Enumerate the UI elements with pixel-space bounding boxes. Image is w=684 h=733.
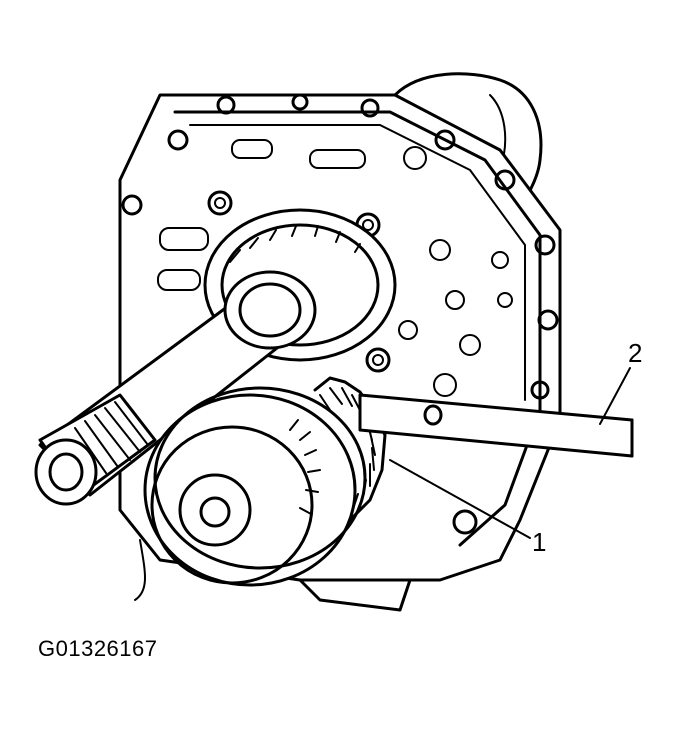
callout-label-1: 1 <box>532 527 546 557</box>
feeler-gauge-tool <box>358 393 634 458</box>
figure-id: G01326167 <box>38 636 158 661</box>
bolt-hole <box>121 194 143 216</box>
leader-line-1 <box>389 459 531 539</box>
lower-bracket <box>134 539 412 612</box>
input-shaft <box>34 270 317 506</box>
counter-gear <box>143 386 367 587</box>
leader-line-2 <box>599 367 631 425</box>
callout-label-2: 2 <box>628 338 642 368</box>
